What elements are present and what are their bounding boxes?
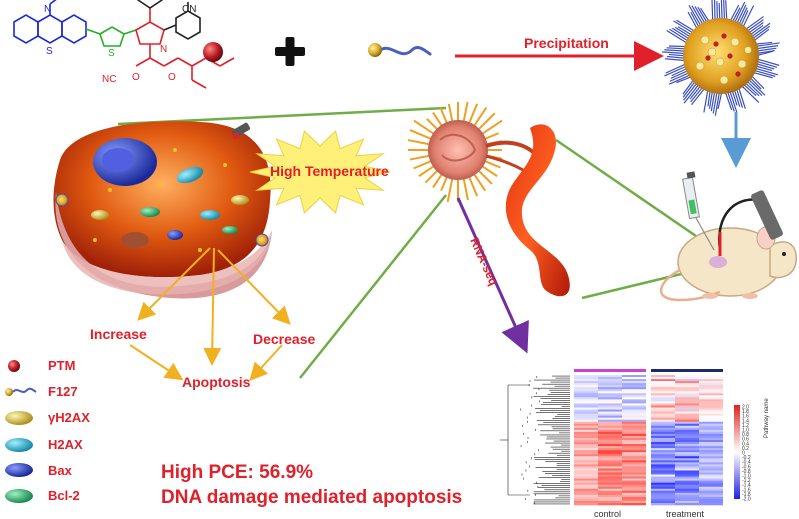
yh2ax-legend-icon — [5, 411, 33, 425]
bax-legend-icon — [5, 463, 33, 477]
h2ax-legend-icon — [5, 438, 33, 452]
summary-pce: High PCE: 56.9% — [161, 462, 314, 483]
ptm-molecule-structure — [13, 0, 235, 89]
ptm-legend-icon — [8, 360, 20, 372]
scale-tick-label: -1.8 — [742, 492, 751, 498]
control-group-label: control — [594, 509, 621, 519]
atom-label: NC — [102, 74, 116, 85]
scale-tick-label: -1.4 — [742, 483, 751, 489]
precipitation-label: Precipitation — [524, 35, 609, 51]
heatmap-legend-title: Pathway name — [764, 398, 770, 438]
scale-tick-label: -0.4 — [742, 460, 751, 466]
cancer-cell-icon — [53, 121, 272, 299]
scale-tick-label: -1.2 — [742, 478, 751, 484]
laser-device-icon — [717, 190, 783, 256]
apoptosis-label: Apoptosis — [182, 374, 251, 390]
decrease-label: Decrease — [253, 331, 315, 347]
scale-tick-label: 0.8 — [742, 432, 749, 438]
scale-tick-label: 0.2 — [742, 446, 749, 452]
heatmap-color-scale — [734, 405, 740, 499]
scale-tick-label: -0.6 — [742, 464, 751, 470]
legend-label-h2ax: H2AX — [48, 437, 83, 452]
atom-label: O — [132, 72, 140, 83]
summary-apoptosis: DNA damage mediated apoptosis — [161, 487, 463, 508]
scale-tick-label: -1.0 — [742, 474, 751, 480]
legend — [5, 360, 37, 503]
scale-tick-label: 1.2 — [742, 423, 749, 429]
rnaseq-arrow — [456, 197, 529, 354]
scale-tick-label: 0 — [742, 451, 745, 457]
scale-tick-label: 2.0 — [742, 405, 749, 411]
plus-icon — [275, 37, 305, 66]
atom-label: N — [44, 4, 51, 15]
legend-label-yh2ax: γH2AX — [48, 410, 90, 425]
scale-tick-label: -0.2 — [742, 455, 751, 461]
scale-tick-label: 0.6 — [742, 437, 749, 443]
bcl2-legend-icon — [5, 489, 33, 503]
rnaseq-label: RNA-seq — [467, 236, 500, 288]
cell-effect-arrows — [129, 247, 291, 381]
scale-tick-label: -1.6 — [742, 487, 751, 493]
increase-label: Increase — [90, 326, 147, 342]
atom-label: N — [160, 44, 167, 55]
f127-legend-icon — [5, 387, 37, 396]
laser-probe-icon — [231, 122, 251, 139]
legend-label-ptm: PTM — [48, 358, 76, 373]
legend-label-bcl2: Bcl-2 — [48, 488, 80, 503]
atom-label: S — [46, 46, 53, 57]
mouse-icon — [659, 226, 797, 302]
f127-polymer-icon — [368, 43, 432, 57]
scale-tick-label: 1.4 — [742, 418, 749, 424]
treatment-group-bar — [651, 369, 723, 372]
legend-label-f127: F127 — [48, 384, 78, 399]
scale-tick-label: -2.0 — [742, 497, 751, 503]
blood-vessel-icon — [505, 124, 570, 297]
tumor-icon — [407, 101, 542, 203]
atom-label: O — [168, 72, 176, 83]
legend-label-bax: Bax — [48, 463, 72, 478]
heatmap: 2.01.81.61.41.21.00.80.60.40.20-0.2-0.4-… — [498, 366, 770, 519]
scale-tick-label: 1.6 — [742, 414, 749, 420]
ptm-sphere-icon — [203, 42, 223, 62]
scale-tick-label: 1.0 — [742, 428, 749, 434]
syringe-icon — [682, 171, 715, 251]
high-temperature-burst — [249, 130, 391, 214]
scale-tick-label: 0.4 — [742, 441, 749, 447]
high-temperature-label: High Temperature — [270, 163, 389, 179]
control-group-bar — [574, 369, 646, 372]
atom-label: S — [108, 48, 115, 59]
nanoparticle-icon — [662, 0, 780, 116]
treatment-group-label: treatment — [666, 509, 705, 519]
atom-label: CN — [182, 4, 196, 15]
scale-tick-label: 1.8 — [742, 409, 749, 415]
scale-tick-label: -0.8 — [742, 469, 751, 475]
